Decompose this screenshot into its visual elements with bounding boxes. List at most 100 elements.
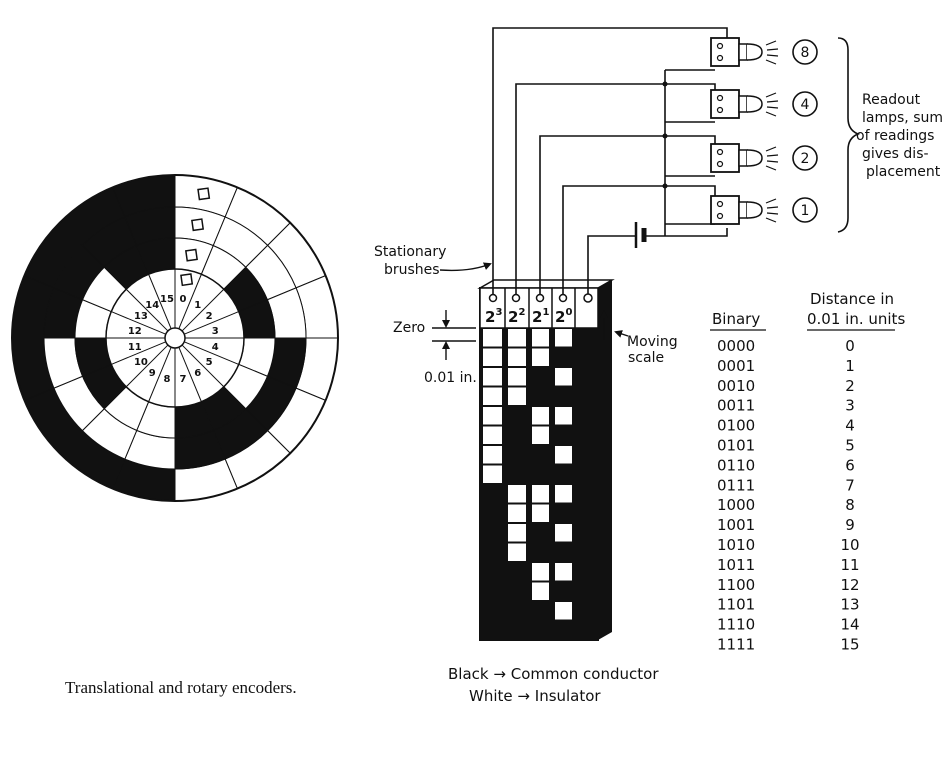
scale-tracks: [480, 328, 598, 640]
scale-side-face: [598, 280, 612, 640]
brush-common: [583, 293, 593, 303]
lamp-value: 1: [801, 203, 810, 219]
readout-lamps: 8 4 2 1: [710, 37, 818, 225]
stationary-brushes-label-line2: brushes: [384, 262, 440, 278]
readout-lamp: 8: [710, 37, 818, 67]
table-cell-binary: 1000: [717, 496, 755, 514]
increment-label: 0.01 in.: [424, 370, 477, 386]
table-cell-binary: 0001: [717, 357, 755, 375]
track-insulator-cell: [532, 329, 549, 347]
table-cell-distance: 4: [845, 417, 855, 435]
track-background: [529, 328, 552, 640]
lamp-value: 4: [801, 97, 810, 113]
track-insulator-cell: [532, 582, 549, 600]
rotary-segment-number: 3: [212, 326, 219, 337]
track-insulator-cell: [508, 543, 526, 561]
track-insulator-cell: [483, 368, 502, 386]
rotary-brush: [197, 187, 211, 201]
track-label-2-1: 21: [532, 307, 549, 326]
table-cell-distance: 5: [845, 437, 855, 455]
rotary-segment-number: 14: [145, 300, 159, 311]
track-insulator-cell: [508, 348, 526, 366]
readout-label-line4: gives dis-: [862, 146, 929, 162]
rotary-segment-number: 7: [180, 374, 187, 385]
table-cell-distance: 7: [845, 476, 855, 494]
track-insulator-cell: [555, 563, 572, 581]
track-insulator-cell: [483, 426, 502, 444]
readout-label-line2: lamps, sum: [862, 110, 943, 126]
track-insulator-cell: [532, 348, 549, 366]
table-header-binary: Binary: [712, 310, 760, 328]
track-insulator-cell: [483, 446, 502, 464]
rotary-segment-number: 4: [212, 342, 219, 353]
lamp-value-circle: [792, 91, 818, 117]
readout-label-line1: Readout: [862, 92, 921, 108]
rotary-segment-number: 1: [194, 300, 201, 311]
lamp-value-circle: [792, 197, 818, 223]
table-cell-distance: 6: [845, 456, 855, 474]
track-insulator-cell: [532, 407, 549, 425]
table-cell-binary: 1011: [717, 556, 755, 574]
track-label-2-2: 22: [508, 307, 525, 326]
track-insulator-cell: [555, 368, 572, 386]
wiring: [492, 27, 728, 294]
track-insulator-cell: [508, 329, 526, 347]
rotary-segment-number: 2: [206, 311, 213, 322]
track-insulator-cell: [508, 485, 526, 503]
rotary-segment-number: 5: [206, 357, 213, 368]
table-cell-distance: 8: [845, 496, 855, 514]
brush-2-3: [488, 293, 498, 303]
table-cell-binary: 1010: [717, 536, 755, 554]
table-cell-distance: 15: [840, 636, 859, 654]
legend-white-line: White → Insulator: [469, 687, 601, 705]
track-insulator-cell: [508, 504, 526, 522]
track-insulator-cell: [555, 524, 572, 542]
table-cell-binary: 1111: [717, 636, 755, 654]
table-cell-binary: 0011: [717, 397, 755, 415]
moving-scale-label-line2: scale: [628, 350, 664, 366]
table-header-distance-line2: 0.01 in. units: [807, 310, 905, 328]
stationary-brushes-arrow: [439, 262, 492, 272]
table-cell-binary: 0111: [717, 476, 755, 494]
rotary-brush: [180, 273, 194, 287]
lamp-value: 8: [801, 45, 810, 61]
track-insulator-cell: [532, 563, 549, 581]
brush-2-2: [511, 293, 521, 303]
table-row: 1111 15: [717, 636, 860, 654]
track-insulator-cell: [555, 485, 572, 503]
table-row: 1011 11: [717, 556, 860, 574]
table-cell-distance: 9: [845, 516, 855, 534]
table-cell-distance: 14: [840, 616, 859, 634]
table-cell-distance: 11: [840, 556, 859, 574]
track-label-2-3: 23: [485, 307, 502, 326]
track-insulator-cell: [483, 387, 502, 405]
rotary-segment-number: 0: [180, 294, 187, 305]
rotary-brush: [184, 248, 198, 262]
table-header-distance-line1: Distance in: [810, 290, 894, 308]
readout-label-line5: placement: [866, 164, 941, 180]
table-cell-binary: 0101: [717, 437, 755, 455]
table-row: 1101 13: [717, 596, 860, 614]
rotary-segment-number: 8: [164, 374, 171, 385]
lamp-value: 2: [801, 151, 810, 167]
table-cell-binary: 0010: [717, 377, 755, 395]
table-cell-binary: 1101: [717, 596, 755, 614]
legend-black-line: Black → Common conductor: [448, 665, 659, 683]
track-insulator-cell: [555, 329, 572, 347]
track-insulator-cell: [508, 524, 526, 542]
moving-scale-label-line1: Moving: [627, 334, 678, 350]
table-cell-distance: 13: [840, 596, 859, 614]
scale-top-face: [477, 279, 615, 289]
track-insulator-cell: [555, 407, 572, 425]
common-track: [575, 328, 598, 640]
